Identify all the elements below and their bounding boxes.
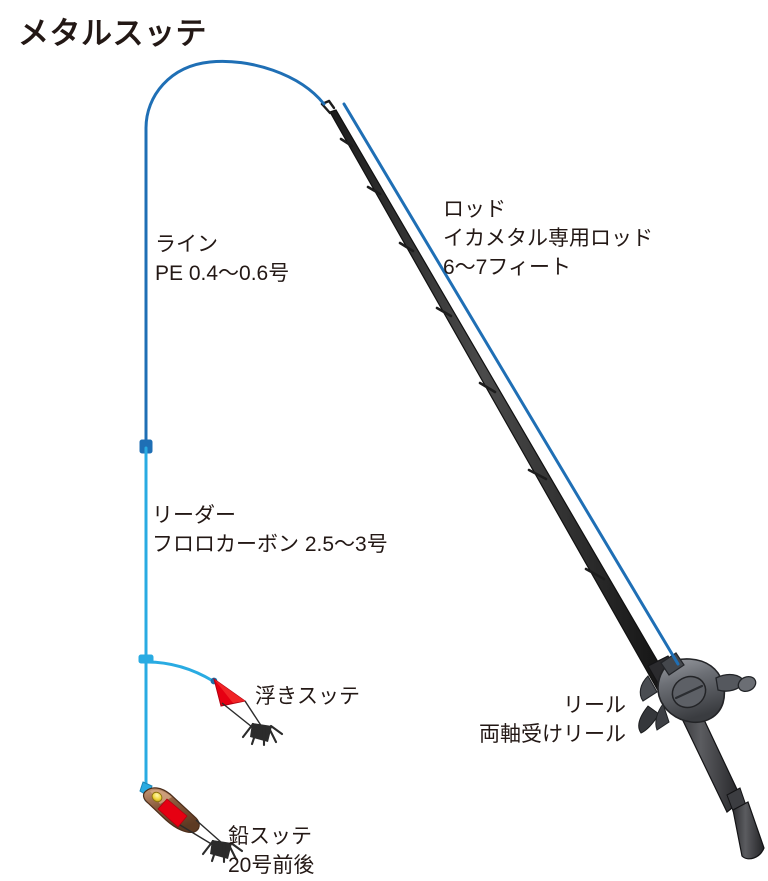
label-line-line1: ライン — [155, 233, 218, 256]
label-rod-line3: 6〜7フィート — [443, 255, 571, 279]
label-metal-sutte: 鉛スッテ 20号前後 — [228, 823, 314, 881]
label-rod-line1: ロッド — [443, 198, 506, 221]
leader — [144, 446, 215, 802]
label-leader-line1: リーダー — [152, 504, 236, 527]
metal-sutte-eye — [151, 791, 163, 803]
metal-sutte-leg-b — [195, 819, 223, 844]
label-float-sutte-line1: 浮きスッテ — [255, 685, 360, 708]
label-float-sutte: 浮きスッテ — [255, 683, 360, 712]
rod — [320, 99, 765, 860]
reel-star-drag — [655, 702, 670, 731]
float-sutte-leg-b — [244, 700, 263, 728]
pe-line-arc — [144, 59, 326, 450]
label-reel: リール 両軸受けリール — [463, 692, 626, 750]
rod-butt-cap — [732, 801, 765, 860]
label-reel-line1: リール — [563, 694, 626, 717]
leader-branch — [145, 660, 215, 683]
label-metal-sutte-line1: 鉛スッテ — [228, 825, 312, 848]
pe-line-along-rod — [342, 102, 680, 666]
reel-handle-knob — [737, 675, 757, 693]
pe-line — [144, 59, 680, 666]
label-rod-line2: イカメタル専用ロッド — [443, 226, 653, 250]
float-sutte — [210, 677, 284, 747]
metal-sutte-hooks — [201, 839, 244, 864]
reel-level-wind — [660, 652, 685, 676]
branch-knot — [138, 654, 154, 664]
metal-sutte-band — [157, 798, 188, 828]
label-reel-line2: 両軸受けリール — [479, 722, 626, 746]
float-sutte-hooks — [241, 722, 284, 747]
label-leader-line2: フロロカーボン 2.5〜3号 — [152, 532, 388, 556]
reel-side-plate-slot — [674, 684, 704, 700]
float-sutte-body-shade — [214, 679, 245, 703]
reel — [639, 652, 757, 731]
reel-foot — [639, 675, 658, 702]
rod-guides — [339, 137, 606, 581]
label-line-line2: PE 0.4〜0.6号 — [155, 261, 290, 285]
metal-sutte — [139, 781, 244, 864]
label-line: ライン PE 0.4〜0.6号 — [155, 231, 289, 289]
label-metal-sutte-line2: 20号前後 — [228, 853, 315, 877]
page-title: メタルスッテ — [18, 16, 207, 51]
label-leader: リーダー フロロカーボン 2.5〜3号 — [152, 502, 388, 560]
label-rod: ロッド イカメタル専用ロッド 6〜7フィート — [443, 196, 653, 283]
